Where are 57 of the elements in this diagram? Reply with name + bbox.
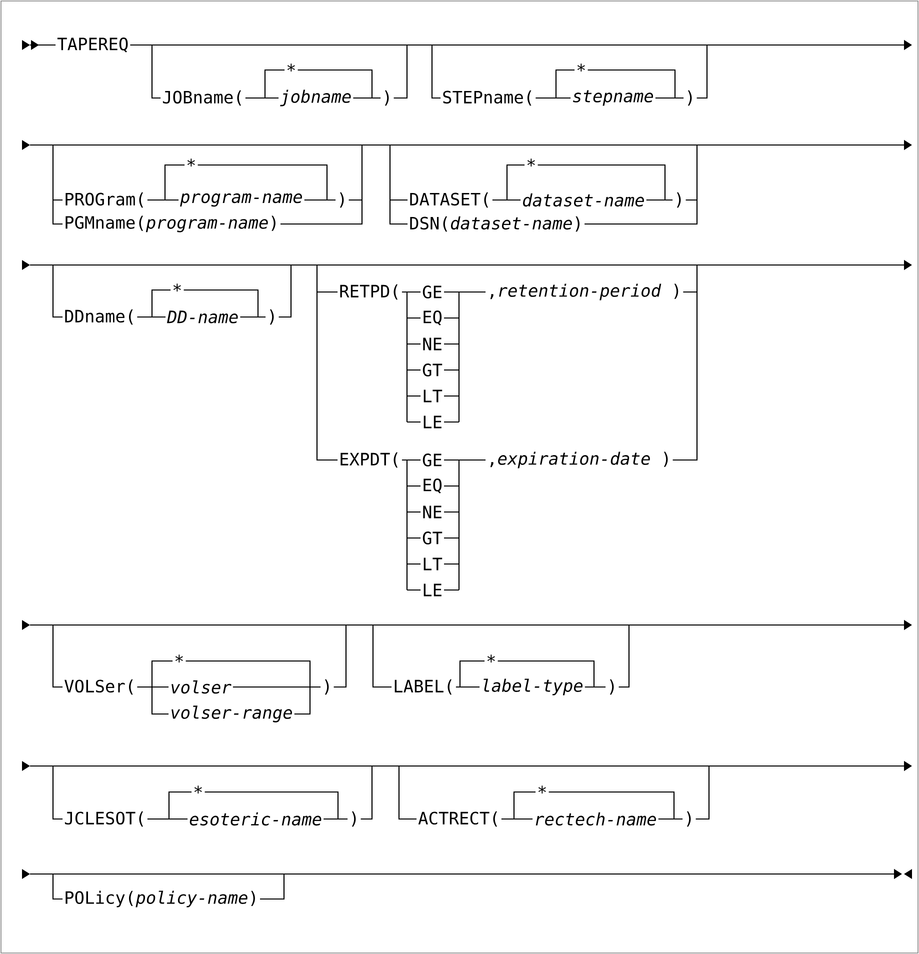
parameter-name: DD-name	[166, 309, 240, 325]
keyword: NE	[420, 504, 444, 520]
keyword: )	[266, 308, 279, 326]
keyword: DSN(dataset-name)	[408, 214, 585, 234]
keyword: EXPDT(	[338, 450, 402, 470]
keyword: PROGram(	[62, 190, 148, 210]
keyword: ,retention-period )	[486, 282, 684, 302]
keyword: )	[336, 190, 349, 210]
keyword: ,expiration-date )	[486, 450, 673, 470]
default-value: *	[484, 653, 498, 669]
keyword: LE	[420, 414, 444, 430]
keyword: TAPEREQ	[56, 36, 130, 54]
keyword: JCLESOT(	[62, 810, 148, 828]
keyword: LT	[420, 556, 444, 572]
parameter-name: label-type	[480, 677, 585, 697]
parameter-name: stepname	[570, 88, 656, 108]
keyword: PGMname(program-name)	[62, 214, 280, 234]
keyword: LT	[420, 388, 444, 404]
keyword: )	[672, 190, 686, 210]
default-value: *	[284, 62, 298, 78]
keyword: GE	[420, 284, 444, 300]
keyword: DATASET(	[408, 190, 492, 210]
default-value: *	[192, 784, 205, 800]
default-value: *	[574, 62, 588, 78]
keyword: EQ	[420, 309, 444, 327]
keyword: VOLSer(	[62, 678, 138, 696]
default-value: *	[172, 653, 186, 669]
parameter-name: esoteric-name	[188, 810, 324, 828]
default-value: *	[536, 784, 549, 800]
keyword: )	[348, 810, 361, 828]
keyword: )	[684, 88, 697, 108]
parameter-name: jobname	[278, 88, 354, 108]
keyword: LE	[420, 582, 444, 598]
keyword: GT	[420, 362, 444, 378]
keyword: STEPname(	[440, 88, 536, 108]
keyword: )	[682, 810, 696, 828]
keyword: GE	[420, 452, 444, 468]
parameter-name: volser-range	[168, 704, 294, 724]
keyword: POLicy(policy-name)	[62, 889, 260, 909]
keyword: ACTRECT(	[416, 810, 502, 828]
keyword: )	[380, 88, 394, 108]
keyword: JOBname(	[160, 88, 246, 108]
parameter-name: volser	[168, 678, 233, 696]
parameter-name: rectech-name	[532, 810, 658, 828]
parameter-name: dataset-name	[520, 192, 646, 208]
default-value: *	[184, 157, 198, 173]
keyword: RETPD(	[338, 282, 402, 302]
default-value: *	[524, 157, 538, 173]
keyword: LABEL(	[392, 678, 456, 696]
keyword: DDname(	[62, 308, 138, 326]
keyword: EQ	[420, 477, 444, 495]
keyword: GT	[420, 530, 444, 546]
keyword: )	[320, 678, 334, 696]
keyword: NE	[420, 336, 444, 352]
default-value: *	[170, 282, 184, 298]
parameter-name: program-name	[178, 192, 304, 208]
keyword: )	[606, 678, 619, 696]
